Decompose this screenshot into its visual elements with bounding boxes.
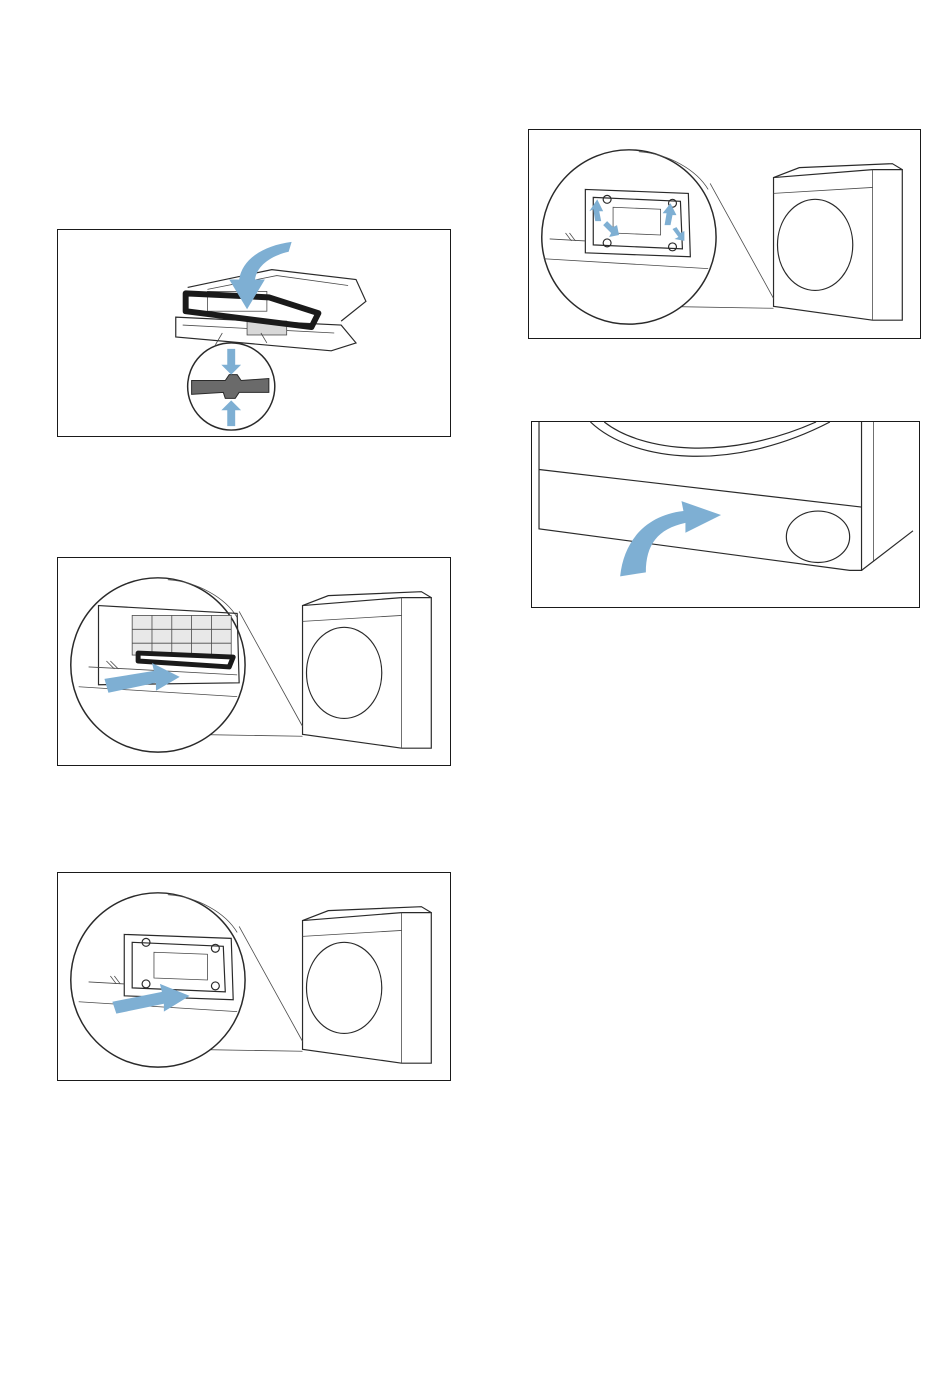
filter-seal-illustration <box>58 230 450 436</box>
cover-latch-illustration <box>529 130 920 338</box>
close-maintenance-flap-figure <box>531 421 920 608</box>
filter-seal-insert-figure <box>57 229 451 437</box>
filter-cover-insert-figure <box>57 872 451 1081</box>
filter-insert-figure <box>57 557 451 766</box>
close-flap-illustration <box>532 422 919 607</box>
filter-cover-illustration <box>58 873 450 1080</box>
flap-knob <box>786 511 849 562</box>
detail-magnifier <box>71 893 245 1067</box>
cover-latch-figure <box>528 129 921 339</box>
curved-up-arrow-icon <box>620 501 721 576</box>
filter-insert-illustration <box>58 558 450 765</box>
